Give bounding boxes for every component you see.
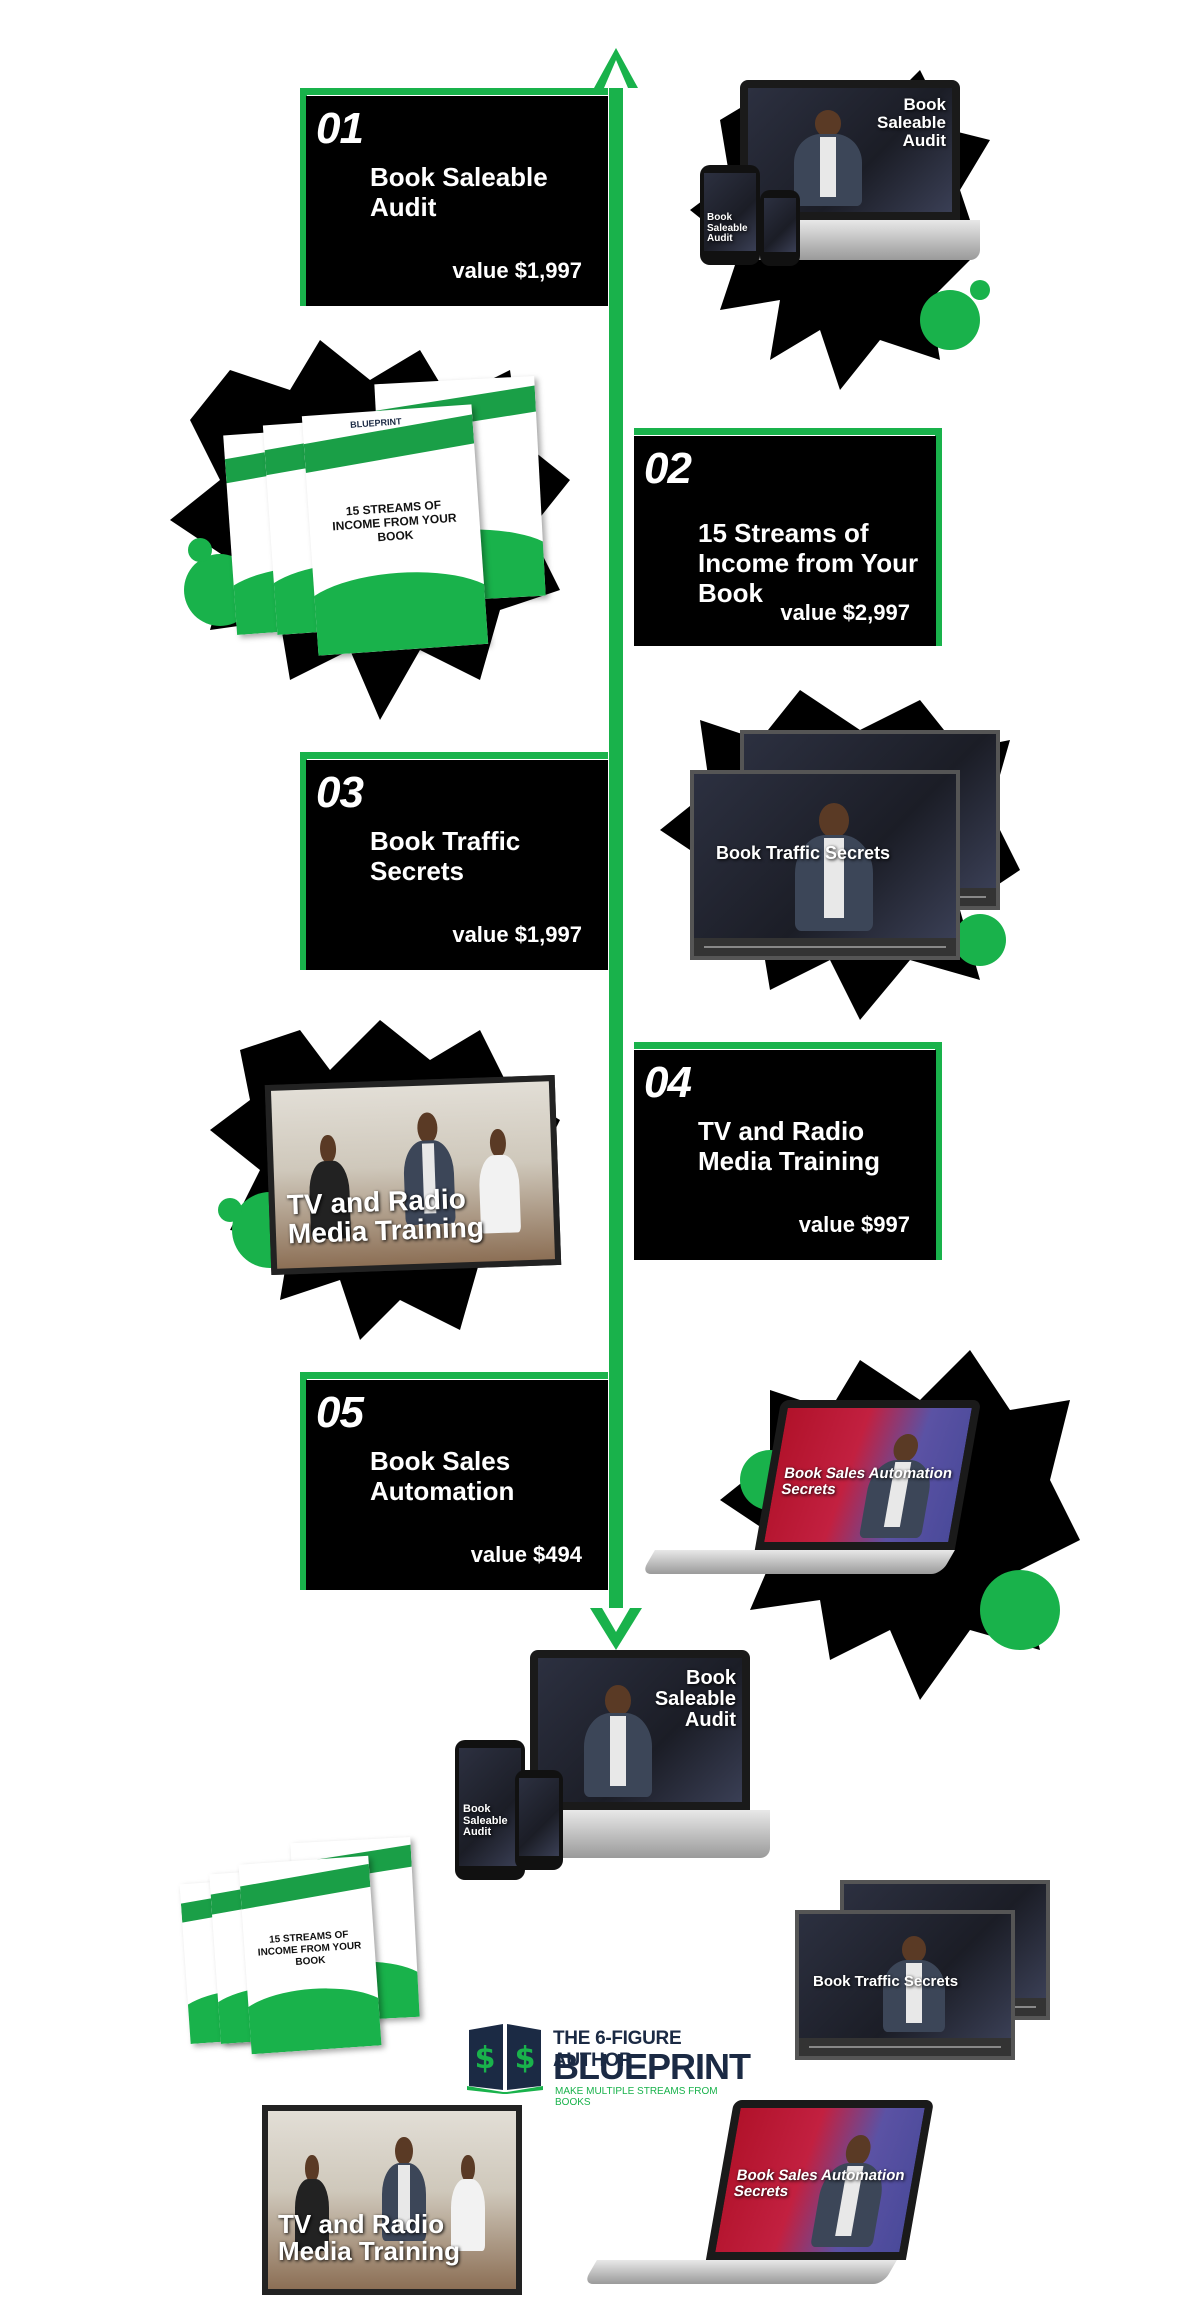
module-value: value $1,997 — [452, 258, 582, 283]
video-controls — [694, 938, 956, 956]
presenter-image — [768, 96, 888, 212]
module-number: 05 — [316, 1388, 364, 1437]
audit-phone-2 — [760, 190, 800, 266]
brand-logo: $ $ THE 6-FIGURE AUTHOR BLUEPRINT MAKE M… — [465, 2020, 755, 2108]
card-box: 01 Book Saleable Audit value $1,997 — [306, 96, 608, 306]
module-title: TV and Radio Media Training — [698, 1116, 881, 1176]
ebook-stack: BLUEPRINT 15 STREAMS OF INCOME FROM YOUR… — [223, 370, 550, 690]
traffic-screen-text: Book Traffic Secrets — [716, 843, 891, 863]
bundle-media-text: TV and Radio Media Training — [278, 2209, 461, 2267]
laptop-screen: Book Saleable Audit — [748, 88, 952, 212]
bundle-traffic-front: Book Traffic Secrets — [795, 1910, 1015, 2060]
bundle-phone-1: Book Saleable Audit — [455, 1740, 525, 1880]
card-frame — [634, 1042, 942, 1260]
svg-text:$: $ — [475, 2041, 496, 2076]
bundle-traffic-text: Book Traffic Secrets — [813, 1973, 959, 1990]
bundle-ebook-title: 15 STREAMS OF INCOME FROM YOUR BOOK — [257, 1929, 362, 1969]
presenter-image — [764, 784, 904, 938]
module-title: 15 Streams of Income from Your Book — [698, 518, 919, 608]
card-frame — [300, 1372, 608, 1590]
module-title: Book Traffic Secrets — [370, 826, 521, 886]
module-value: value $2,997 — [780, 600, 910, 625]
logo-line-2: BLUEPRINT — [553, 2046, 751, 2087]
module-value: value $1,997 — [452, 922, 582, 947]
module-number: 04 — [644, 1058, 692, 1107]
module-number: 02 — [644, 444, 692, 493]
bundle-phone-text: Book Saleable Audit — [463, 1803, 508, 1839]
laptop-keyboard — [641, 1550, 955, 1574]
card-box: 02 15 Streams of Income from Your Book v… — [634, 436, 936, 646]
bundle-automation-laptop: Book Sales Automation Secrets — [583, 2100, 935, 2290]
traffic-video-front: Book Traffic Secrets — [690, 770, 960, 960]
media-training-photo: TV and Radio Media Training — [264, 1074, 562, 1276]
module-card-4: 04 TV and Radio Media Training value $99… — [634, 1042, 942, 1260]
module-value: value $494 — [470, 1542, 582, 1567]
card-box: 05 Book Sales Automation value $494 — [306, 1380, 608, 1590]
card-frame — [634, 428, 942, 646]
audit-phone-text: Book Saleable Audit — [707, 212, 748, 244]
module-number: 01 — [316, 104, 364, 153]
module-card-5: 05 Book Sales Automation value $494 — [300, 1372, 608, 1590]
media-screen-text: TV and Radio Media Training — [286, 1183, 485, 1250]
automation-laptop: Book Sales Automation Secrets — [641, 1400, 982, 1580]
timeline-top-notch — [604, 60, 628, 88]
card-box: 04 TV and Radio Media Training value $99… — [634, 1050, 936, 1260]
timeline-spine — [606, 80, 626, 1620]
module-title: Book Sales Automation — [370, 1446, 515, 1506]
module-title: Book Saleable Audit — [370, 162, 548, 222]
module-card-3: 03 Book Traffic Secrets value $1,997 — [300, 752, 608, 970]
card-frame — [300, 752, 608, 970]
bundle-phone-2 — [515, 1770, 563, 1870]
bundle-automation-text: Book Sales Automation Secrets — [732, 2167, 907, 2200]
bundle-audit-text: Book Saleable Audit — [654, 1667, 736, 1731]
laptop-lid: Book Sales Automation Secrets — [754, 1400, 982, 1550]
audit-phone-1: Book Saleable Audit — [700, 165, 760, 265]
timeline-bottom-notch — [602, 1608, 630, 1632]
book-dollar-icon: $ $ — [465, 2020, 545, 2094]
svg-text:$: $ — [515, 2041, 536, 2076]
module-number: 03 — [316, 768, 364, 817]
bundle-ebook-stack: 15 STREAMS OF INCOME FROM YOUR BOOK — [179, 1836, 425, 2060]
logo-line-3: MAKE MULTIPLE STREAMS FROM BOOKS — [555, 2086, 718, 2108]
card-frame — [300, 88, 608, 306]
bundle-audit-laptop: Book Saleable Audit — [490, 1650, 770, 1880]
audit-screen-text: Book Saleable Audit — [877, 95, 946, 150]
ebook-title: 15 STREAMS OF INCOME FROM YOUR BOOK — [331, 497, 458, 545]
automation-screen-text: Book Sales Automation Secrets — [779, 1465, 954, 1498]
bundle-ebook-front: 15 STREAMS OF INCOME FROM YOUR BOOK — [238, 1855, 382, 2055]
bundle-media-photo: TV and Radio Media Training — [262, 2105, 522, 2295]
module-card-2: 02 15 Streams of Income from Your Book v… — [634, 428, 942, 646]
module-value: value $997 — [798, 1212, 910, 1237]
logo-line-1: THE 6-FIGURE AUTHOR — [553, 2028, 682, 2071]
module-card-1: 01 Book Saleable Audit value $1,997 — [300, 88, 608, 306]
card-box: 03 Book Traffic Secrets value $1,997 — [306, 760, 608, 970]
ebook-cover-front: BLUEPRINT 15 STREAMS OF INCOME FROM YOUR… — [301, 404, 489, 656]
